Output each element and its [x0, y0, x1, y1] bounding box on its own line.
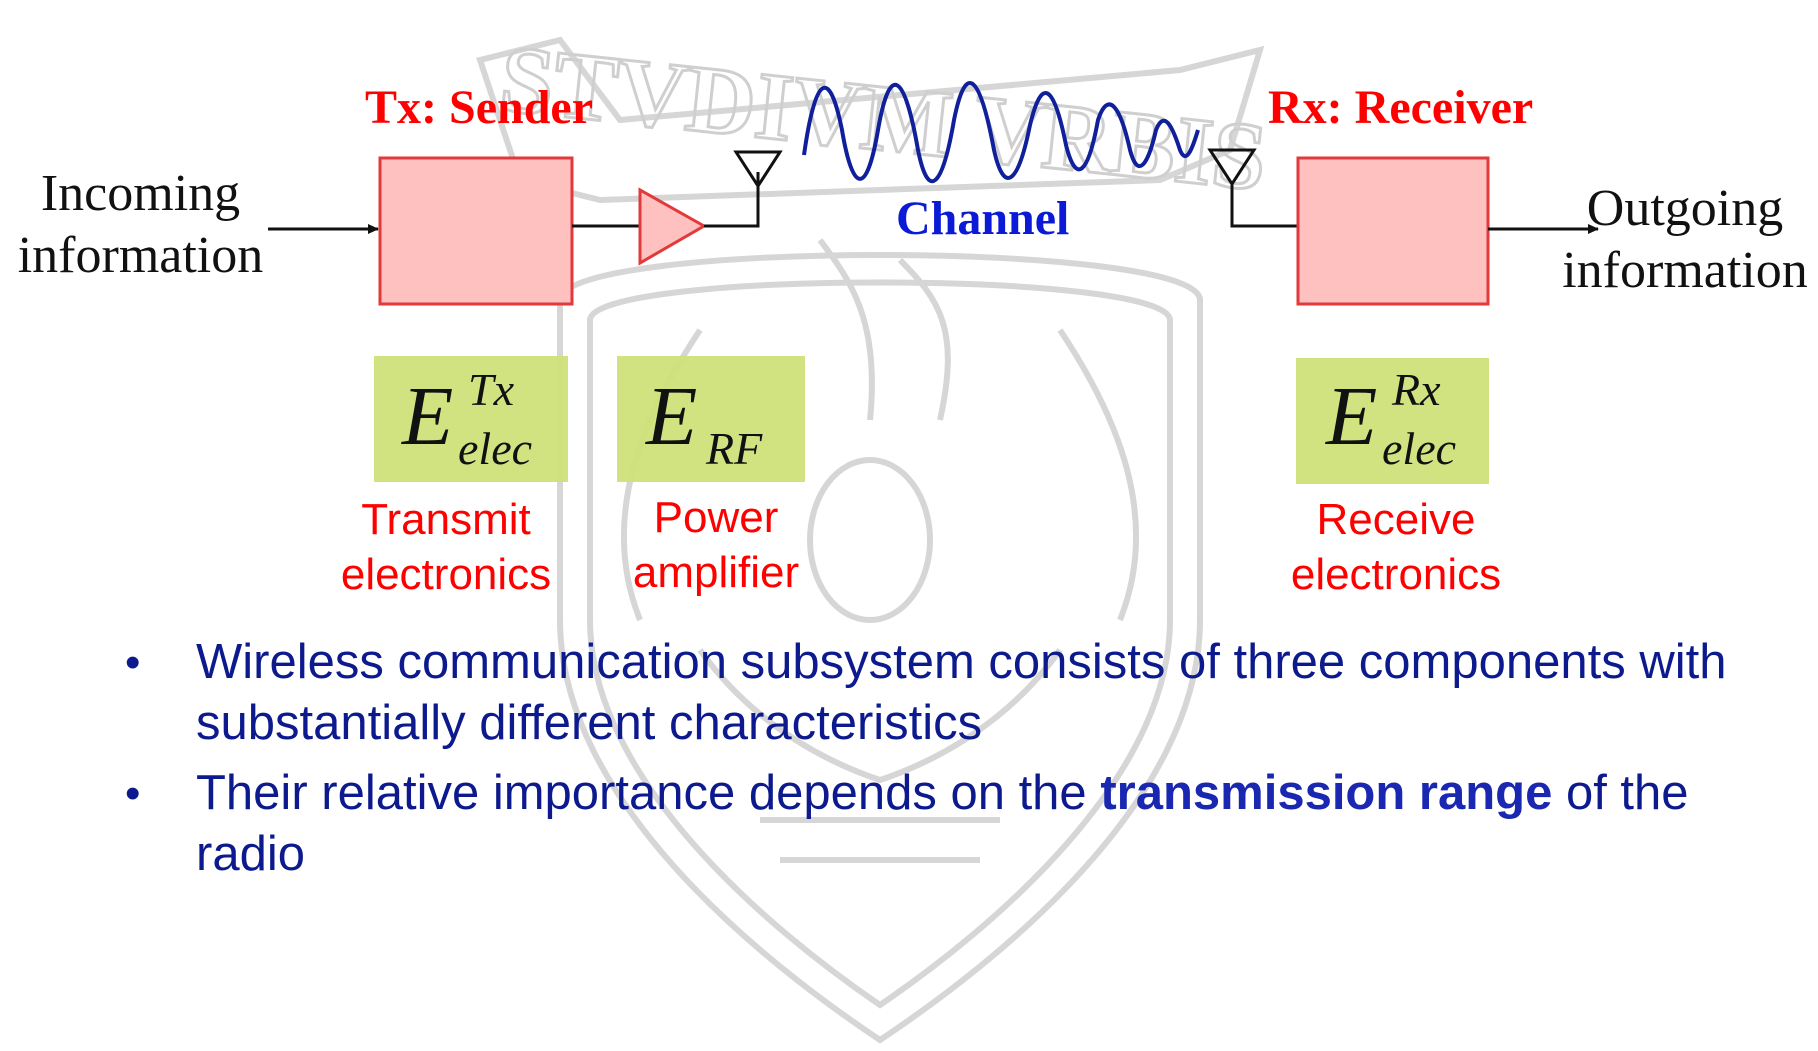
sender-block	[378, 156, 574, 306]
bullet-dot: •	[125, 638, 141, 687]
receiver-title: Rx: Receiver	[1268, 81, 1534, 134]
rf-energy-equation: E RF	[646, 375, 796, 475]
rf-energy-box	[617, 356, 805, 482]
tx-energy-box	[374, 356, 568, 482]
transmit-electronics-caption: Transmit electronics	[316, 492, 576, 602]
power-amplifier-caption: Power amplifier	[596, 490, 836, 600]
outgoing-information-label: Outgoing information	[1552, 178, 1818, 302]
rx-energy-symbol: E	[1326, 370, 1378, 463]
tx-energy-superscript: Tx	[468, 364, 514, 415]
rx-antenna-icon	[1207, 148, 1257, 187]
channel-label: Channel	[896, 192, 1070, 245]
tx-caption-line-1: Transmit	[361, 495, 531, 544]
sender-title: Tx: Sender	[365, 81, 593, 134]
tx-energy-symbol: E	[402, 370, 454, 463]
outgoing-line-2: information	[1562, 242, 1808, 299]
rx-energy-superscript: Rx	[1392, 364, 1441, 415]
rf-energy-symbol: E	[646, 370, 698, 463]
bullet-list: • Wireless communication subsystem consi…	[125, 632, 1805, 894]
tx-antenna-icon	[733, 150, 783, 189]
rx-antenna-line	[1230, 184, 1298, 228]
incoming-line-1: Incoming	[40, 165, 241, 222]
incoming-information-label: Incoming information	[8, 163, 273, 287]
rx-caption-line-2: electronics	[1290, 550, 1502, 599]
bullet-bold-text: transmission range	[1100, 766, 1553, 820]
tx-energy-subscript: elec	[458, 423, 533, 474]
bullet-text-before: Their relative importance depends on the	[196, 766, 1101, 820]
rx-energy-equation: E Rx elec	[1326, 367, 1476, 475]
rf-energy-subscript: RF	[706, 423, 763, 474]
receiver-block	[1296, 156, 1490, 306]
rf-caption-line-1: Power	[653, 493, 779, 542]
tx-energy-equation: E Tx elec	[402, 367, 552, 475]
incoming-line-2: information	[17, 227, 264, 284]
rx-energy-subscript: elec	[1382, 423, 1457, 474]
outgoing-line-1: Outgoing	[1586, 180, 1784, 237]
amplifier-triangle	[638, 187, 708, 266]
bullet-text: Wireless communication subsystem consist…	[196, 635, 1727, 750]
rx-energy-box	[1296, 358, 1489, 484]
rx-caption-line-1: Receive	[1316, 495, 1476, 544]
receive-electronics-caption: Receive electronics	[1266, 492, 1526, 602]
amp-to-antenna-line	[704, 172, 760, 228]
bullet-item: • Their relative importance depends on t…	[125, 763, 1805, 885]
channel-wave	[802, 81, 1200, 184]
bullet-dot: •	[125, 769, 141, 818]
tx-caption-line-2: electronics	[340, 550, 552, 599]
rf-caption-line-2: amplifier	[632, 548, 800, 597]
bullet-text-after: of the radio	[196, 766, 1689, 881]
bullet-item: • Wireless communication subsystem consi…	[125, 632, 1805, 754]
